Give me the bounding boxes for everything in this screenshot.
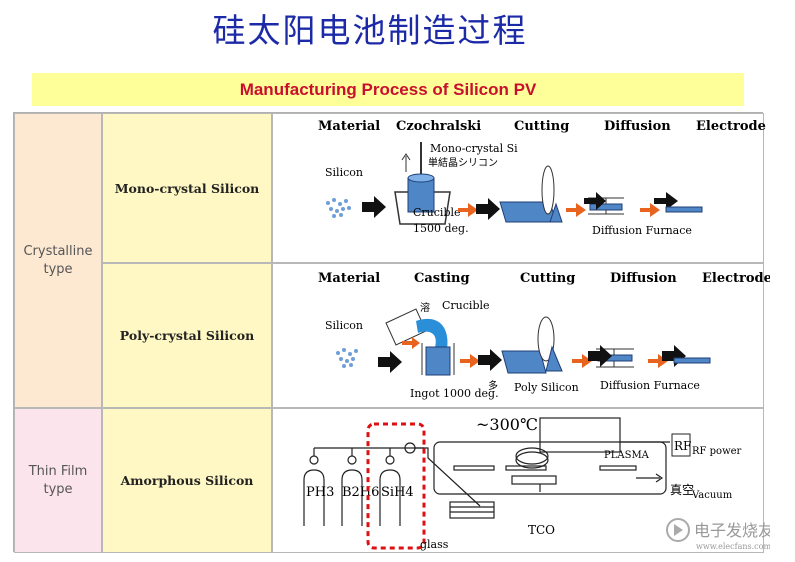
arrow-icon: [476, 198, 500, 220]
row-mono-label: Mono-crystal Silicon: [102, 113, 272, 263]
orange-arrow-icon: [566, 203, 586, 217]
electrode-wafer-icon: [665, 206, 703, 213]
group-crystalline: Crystalline type: [14, 113, 102, 408]
plasma-label: PLASMA: [604, 450, 650, 461]
diffusion-furnace-label: Diffusion Furnace: [592, 224, 692, 237]
group-thin-film-label: Thin Film type: [28, 463, 88, 497]
vacuum-jp-label: 真空: [670, 483, 694, 497]
glass-label: glass: [420, 538, 449, 551]
mono-step-cutting: Cutting: [514, 119, 569, 134]
orange-arrow-icon: [402, 337, 420, 349]
thin-film-process-cell: [272, 408, 764, 553]
arrow-icon: [588, 345, 612, 367]
rf-power-label: RF power: [692, 446, 742, 457]
process-table: Crystalline type Thin Film type Mono-cry…: [13, 112, 764, 553]
poly-step-casting: Casting: [414, 271, 470, 286]
mono-step-material: Material: [318, 119, 380, 134]
watermark-text: 电子发烧友: [694, 521, 770, 540]
mono-crystal-si-label: Mono-crystal Si: [430, 142, 518, 155]
group-thin-film: Thin Film type: [14, 408, 102, 553]
poly-step-diffusion: Diffusion: [610, 271, 677, 286]
poly-step-electrode: Electrode formation: [702, 271, 770, 286]
poly-ingot-cutting-icon: [501, 316, 563, 374]
poly-process-diagram: Material Casting Cutting Diffusion Elect…: [318, 271, 770, 400]
sih4-highlight-box: [366, 422, 426, 550]
mono-step-electrode: Electrode formation: [696, 119, 770, 134]
rf-source-box: [671, 433, 691, 457]
orange-arrow-icon: [458, 203, 478, 217]
row-amorphous-label: Amorphous Silicon: [102, 408, 272, 553]
thin-temp-label: ~300℃: [476, 415, 538, 434]
group-crystalline-label: Crystalline type: [23, 243, 93, 277]
rf-label: RF: [674, 439, 691, 453]
mono-process-diagram: Material Czochralski Cutting Diffusion E…: [318, 119, 770, 237]
crucible-temp-label: 1500 deg.: [413, 222, 469, 235]
poly-si-label: Poly Silicon: [514, 381, 579, 394]
mono-process-cell: [272, 113, 764, 263]
watermark-url: www.elecfans.com: [696, 542, 770, 551]
poly-process-cell: [272, 263, 764, 408]
mono-silicon-label: Silicon: [325, 166, 363, 179]
orange-arrow-icon: [460, 354, 480, 368]
gas-b2h6-label: B2H6: [342, 485, 379, 500]
silicon-granules-icon: [336, 348, 358, 368]
electrode-wafer-icon: [673, 357, 711, 364]
ingot-label: Ingot 1000 deg.: [410, 387, 499, 400]
silicon-granules-icon: [326, 198, 351, 218]
ingot-cutting-icon: [499, 165, 563, 223]
arrow-icon: [378, 351, 402, 373]
gas-ph3-label: PH3: [306, 485, 334, 500]
arrow-icon: [662, 345, 686, 367]
poly-furnace-label: Diffusion Furnace: [600, 379, 700, 392]
page-title: 硅太阳电池制造过程: [212, 11, 528, 50]
poly-jp-char: 溶: [420, 301, 430, 314]
gas-sih4-label: SiH4: [381, 485, 414, 500]
casting-crucible-icon: [385, 308, 455, 376]
orange-arrow-icon: [640, 203, 660, 217]
orange-arrow-icon: [572, 354, 592, 368]
arrow-icon: [362, 196, 386, 218]
tco-label: TCO: [528, 523, 555, 537]
section-banner: Manufacturing Process of Silicon PV: [32, 73, 744, 106]
poly-silicon-label: Silicon: [325, 319, 363, 332]
mono-jp-label: 単結晶シリコン: [428, 156, 498, 169]
czochralski-crucible-icon: [394, 142, 451, 225]
gas-manifold-icon: [303, 442, 481, 526]
watermark-logo: [666, 518, 690, 542]
arrow-icon: [478, 349, 502, 371]
arrow-icon: [584, 192, 606, 210]
arrow-icon: [654, 192, 678, 210]
mono-step-czochralski: Czochralski: [396, 119, 481, 134]
poly-crucible-label: Crucible: [442, 299, 490, 312]
vacuum-label: Vacuum: [691, 490, 733, 501]
plasma-chamber-icon: [433, 417, 670, 519]
poly-step-material: Material: [318, 271, 380, 286]
row-poly-label: Poly-crystal Silicon: [102, 263, 272, 408]
mono-step-diffusion: Diffusion: [604, 119, 671, 134]
poly-step-cutting: Cutting: [520, 271, 575, 286]
crucible-label: Crucible: [413, 206, 461, 219]
thin-film-diagram: ~300℃ PH3 B2H6 SiH4 PLASMA RF RF power 真…: [303, 415, 770, 551]
poly-jp-char2: 多: [488, 379, 498, 392]
